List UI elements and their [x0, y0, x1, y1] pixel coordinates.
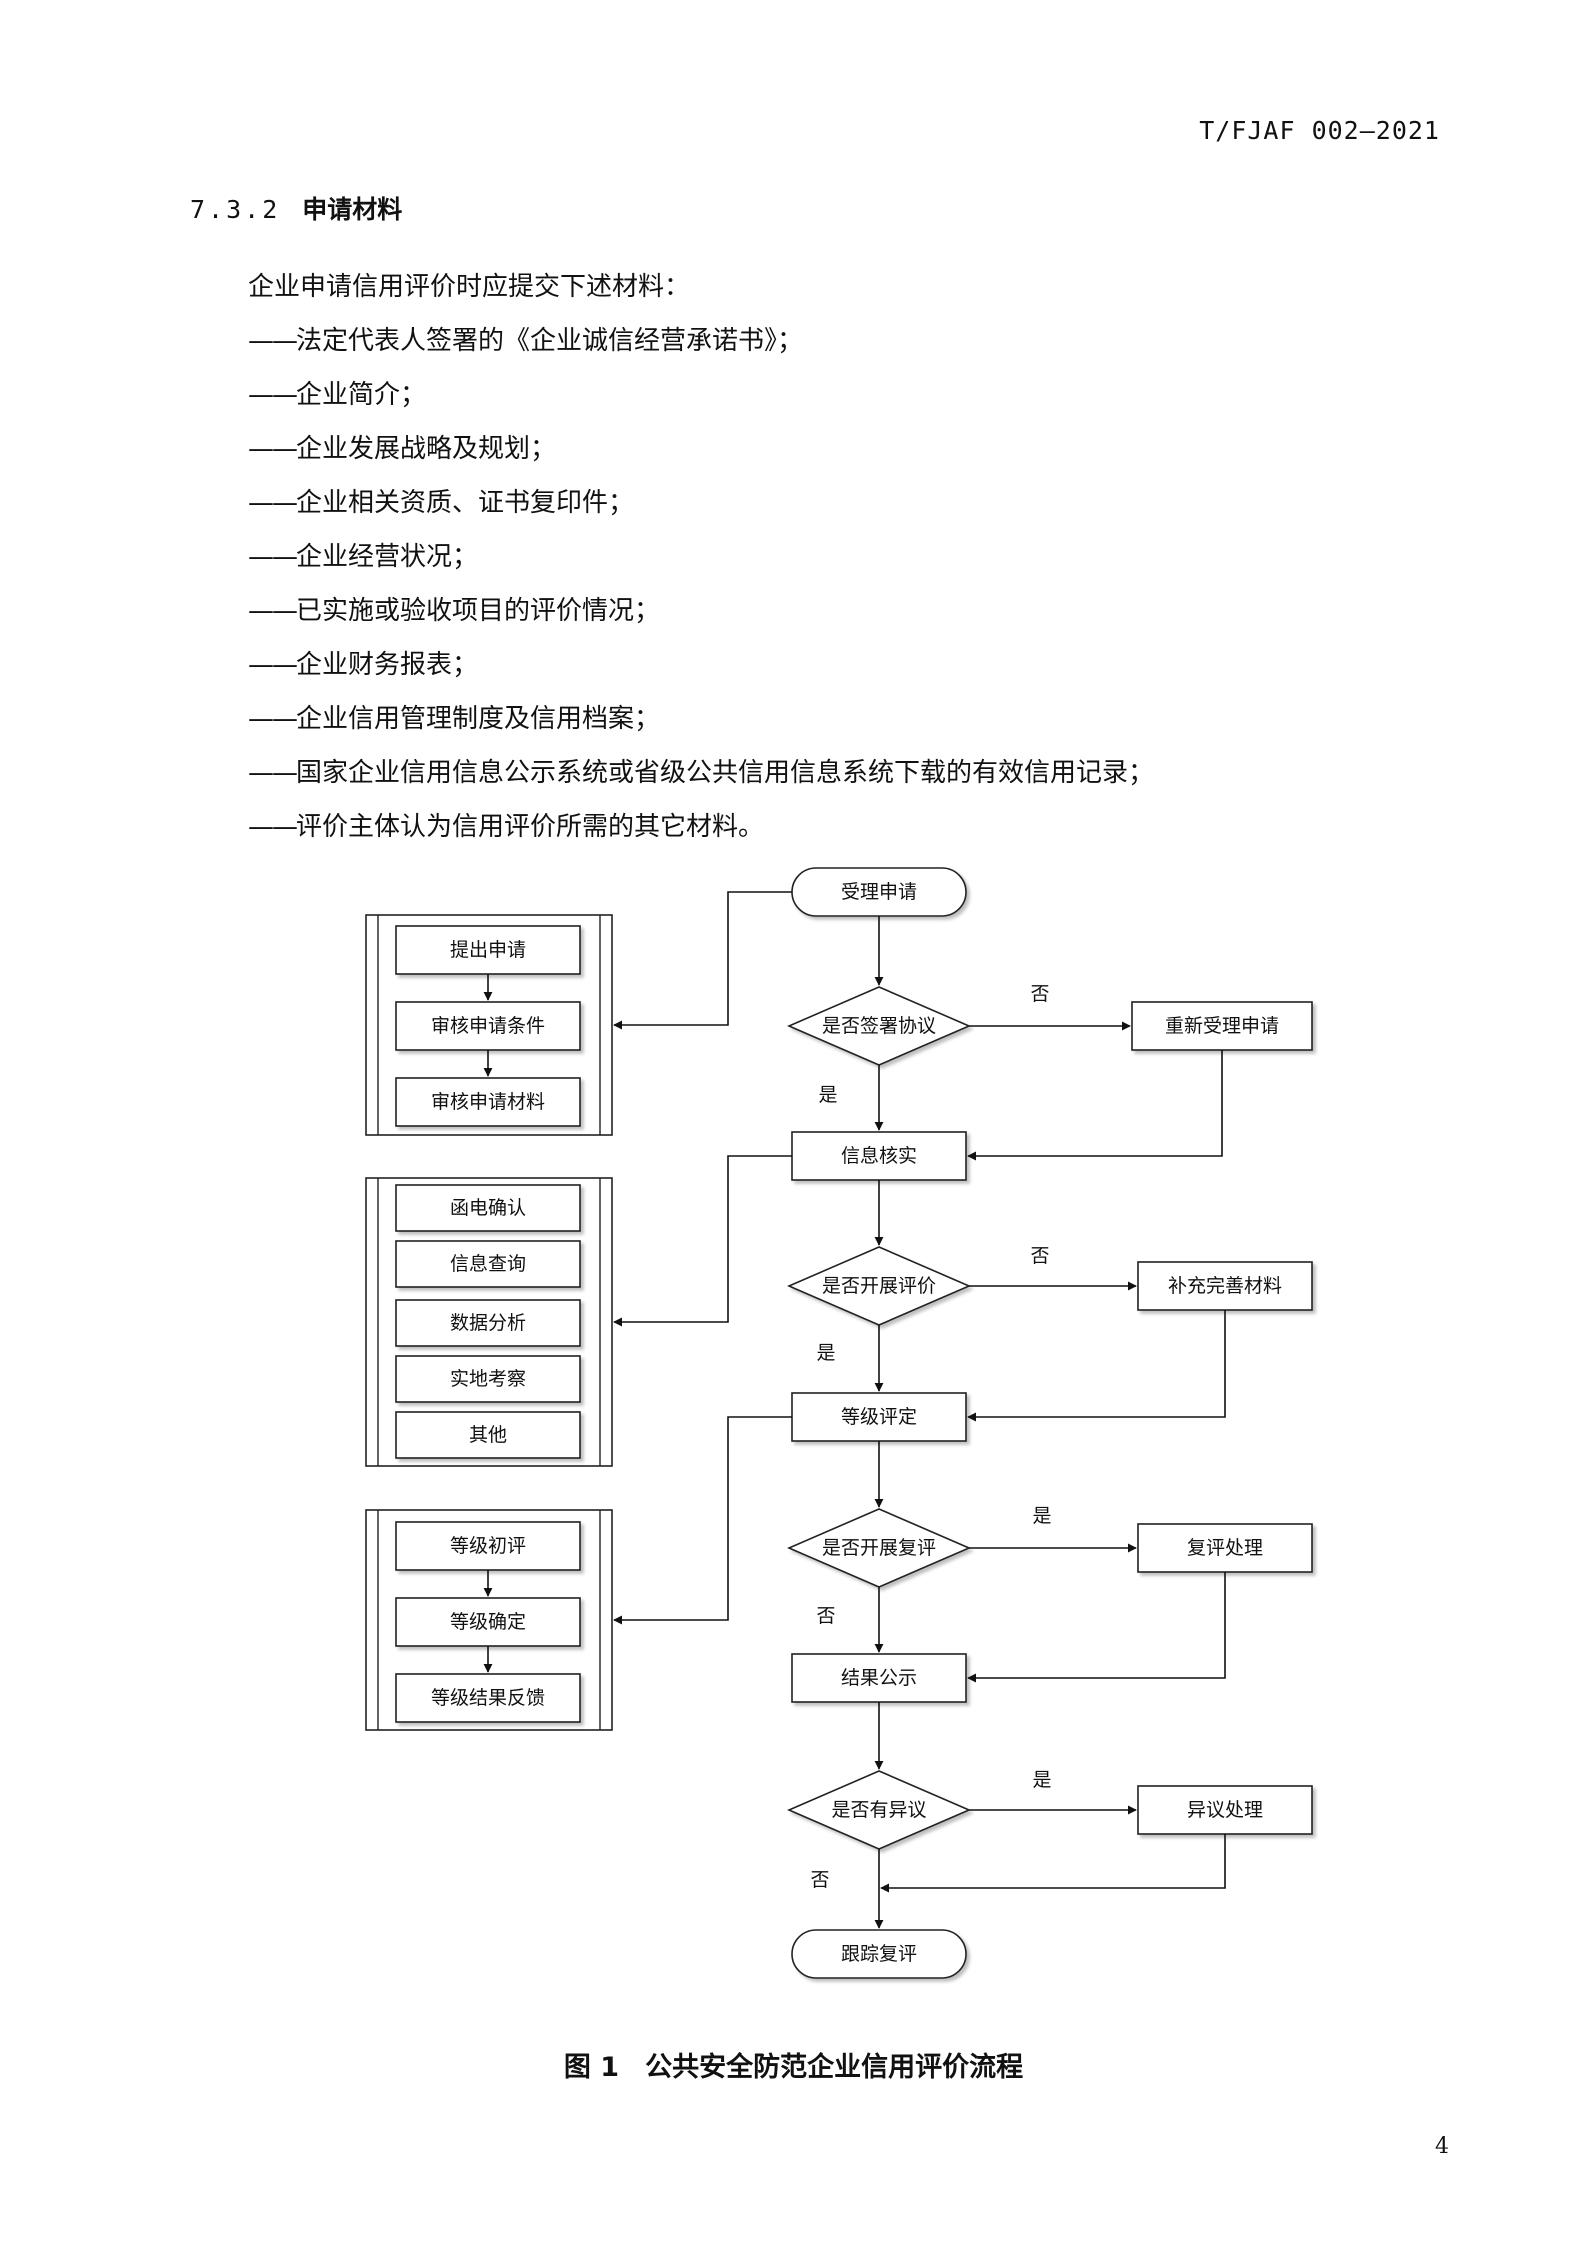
section-number: 7.3.2	[190, 195, 281, 224]
branch1-label: 重新受理申请	[1165, 1015, 1279, 1037]
group3-item-label: 等级结果反馈	[431, 1687, 545, 1709]
list-item: ——已实施或验收项目的评价情况；	[248, 584, 1448, 638]
list-item-text: 企业发展战略及规划；	[296, 434, 557, 464]
list-item: ——企业发展战略及规划；	[248, 422, 1448, 476]
group1-box-check-materials	[395, 1077, 581, 1127]
group1-item-label: 提出申请	[450, 939, 526, 961]
branch-review-handling	[1137, 1523, 1313, 1573]
list-item: ——评价主体认为信用评价所需的其它材料。	[248, 800, 1448, 854]
branch-reaccept	[1131, 1001, 1313, 1051]
section-heading: 7.3.2 申请材料	[190, 190, 402, 226]
em-dash: ——	[248, 596, 298, 626]
process1-label: 信息核实	[841, 1145, 917, 1167]
list-item-text: 已实施或验收项目的评价情况；	[296, 596, 661, 626]
group3-box-confirm	[395, 1597, 581, 1647]
section-title: 申请材料	[302, 195, 403, 224]
em-dash: ——	[248, 488, 298, 518]
d3-side-label: 是	[1032, 1505, 1051, 1527]
em-dash: ——	[248, 542, 298, 572]
group2-box-letter	[395, 1184, 581, 1232]
em-dash: ——	[248, 434, 298, 464]
process-grade-assessment	[791, 1392, 967, 1442]
d2-side-label: 否	[1030, 1245, 1049, 1267]
group2-box-inspection	[395, 1355, 581, 1403]
end-label: 跟踪复评	[841, 1943, 917, 1965]
em-dash: ——	[248, 758, 298, 788]
group1-item-label: 审核申请条件	[431, 1015, 545, 1037]
process2-label: 等级评定	[841, 1406, 917, 1428]
d4-down-label: 否	[810, 1869, 829, 1891]
figure-number: 图 1	[563, 2052, 620, 2083]
em-dash: ——	[248, 326, 298, 356]
list-item: ——法定代表人签署的《企业诚信经营承诺书》；	[248, 314, 1448, 368]
decision2-label: 是否开展评价	[822, 1275, 936, 1297]
d4-side-label: 是	[1032, 1769, 1051, 1791]
list-item: ——企业信用管理制度及信用档案；	[248, 692, 1448, 746]
intro-paragraph: 企业申请信用评价时应提交下述材料：	[248, 272, 691, 302]
d1-side-label: 否	[1030, 983, 1049, 1005]
list-item-text: 企业简介；	[296, 380, 427, 410]
d3-down-label: 否	[816, 1605, 835, 1627]
credit-evaluation-flowchart: 受理申请 是否签署协议 信息核实 是否开展评价 等级评定 是否开展复评 结果公示…	[0, 860, 1587, 2000]
page-number: 4	[1435, 2134, 1449, 2159]
document-code: T/FJAF 002—2021	[1199, 116, 1440, 145]
list-item: ——企业经营状况；	[248, 530, 1448, 584]
list-item: ——企业相关资质、证书复印件；	[248, 476, 1448, 530]
group2-box-other	[395, 1411, 581, 1459]
decision1-label: 是否签署协议	[822, 1015, 936, 1037]
list-item-text: 企业财务报表；	[296, 650, 479, 680]
list-item-text: 评价主体认为信用评价所需的其它材料。	[296, 812, 765, 842]
decision4-label: 是否有异议	[831, 1799, 926, 1821]
figure-caption: 图 1 公共安全防范企业信用评价流程	[0, 2045, 1587, 2084]
em-dash: ——	[248, 650, 298, 680]
list-item-text: 企业经营状况；	[296, 542, 479, 572]
process-publish-results	[791, 1653, 967, 1703]
process-verify-info	[791, 1131, 967, 1181]
group3-item-label: 等级确定	[450, 1611, 526, 1633]
group2-box-analysis	[395, 1299, 581, 1347]
em-dash: ——	[248, 380, 298, 410]
d1-down-label: 是	[818, 1084, 837, 1106]
group2-item-label: 数据分析	[450, 1312, 526, 1334]
group2-item-label: 信息查询	[450, 1253, 526, 1275]
list-item-text: 国家企业信用信息公示系统或省级公共信用信息系统下载的有效信用记录；	[296, 758, 1155, 788]
group2-item-label: 函电确认	[450, 1197, 526, 1219]
group2-item-label: 其他	[469, 1424, 507, 1446]
em-dash: ——	[248, 812, 298, 842]
list-item-text: 法定代表人签署的《企业诚信经营承诺书》；	[296, 326, 804, 356]
em-dash: ——	[248, 704, 298, 734]
list-item-text: 企业信用管理制度及信用档案；	[296, 704, 661, 734]
group1-item-label: 审核申请材料	[431, 1091, 545, 1113]
figure-title: 公共安全防范企业信用评价流程	[645, 2052, 1024, 2083]
list-item: ——国家企业信用信息公示系统或省级公共信用信息系统下载的有效信用记录；	[248, 746, 1448, 800]
materials-list: 企业申请信用评价时应提交下述材料： ——法定代表人签署的《企业诚信经营承诺书》；…	[248, 260, 1448, 854]
group3-item-label: 等级初评	[450, 1535, 526, 1557]
group2-box-query	[395, 1240, 581, 1288]
list-item: ——企业简介；	[248, 368, 1448, 422]
branch4-label: 异议处理	[1187, 1799, 1263, 1821]
list-item-text: 企业相关资质、证书复印件；	[296, 488, 635, 518]
group3-box-initial	[395, 1521, 581, 1571]
list-item: ——企业财务报表；	[248, 638, 1448, 692]
group3-box-feedback	[395, 1673, 581, 1723]
branch-supplement	[1137, 1261, 1313, 1311]
decision3-label: 是否开展复评	[822, 1537, 936, 1559]
start-label: 受理申请	[841, 881, 917, 903]
process3-label: 结果公示	[841, 1667, 917, 1689]
branch3-label: 复评处理	[1187, 1537, 1263, 1559]
d2-down-label: 是	[816, 1342, 835, 1364]
branch2-label: 补充完善材料	[1168, 1275, 1282, 1297]
group2-item-label: 实地考察	[450, 1368, 526, 1390]
end-terminator	[791, 1929, 967, 1979]
